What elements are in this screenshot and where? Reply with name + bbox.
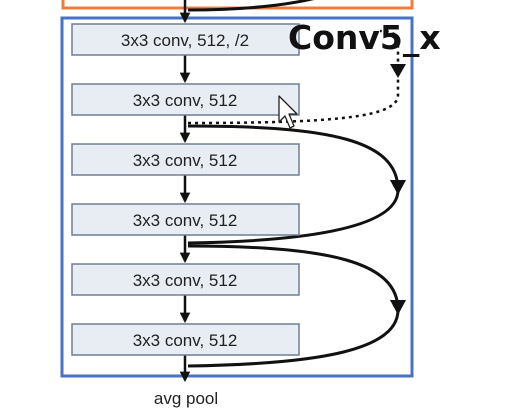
mouse-pointer-icon [278,95,298,129]
block-2-box [71,83,300,116]
block-6-box [71,323,300,356]
avg-pool-label: avg pool [154,389,218,408]
block-4-box [71,203,300,236]
incoming-shortcut-curve [187,0,315,12]
block-1-label: 3x3 conv, 512, /2 [121,31,249,50]
block-4-label: 3x3 conv, 512 [133,211,238,230]
identity-shortcut-1-head [390,180,406,195]
previous-stage-box [61,0,414,10]
block-2: 3x3 conv, 512 [71,83,300,116]
identity-shortcut-2-head [390,300,406,315]
block-5-label: 3x3 conv, 512 [133,271,238,290]
projection-shortcut-head [390,64,406,78]
block-3: 3x3 conv, 512 [71,143,300,176]
block-6: 3x3 conv, 512 [71,323,300,356]
block-3-label: 3x3 conv, 512 [133,151,238,170]
projection-shortcut-arrow [187,29,400,125]
block-1-box [71,23,300,56]
block-3-box [71,143,300,176]
block-4: 3x3 conv, 512 [71,203,300,236]
block-2-label: 3x3 conv, 512 [133,91,238,110]
conv5-stage-box [60,16,414,378]
block-5-box [71,263,300,296]
block-5: 3x3 conv, 512 [71,263,300,296]
block-6-label: 3x3 conv, 512 [133,331,238,350]
stage-title: Conv5_x [288,18,441,57]
block-1: 3x3 conv, 512, /2 [71,23,300,56]
